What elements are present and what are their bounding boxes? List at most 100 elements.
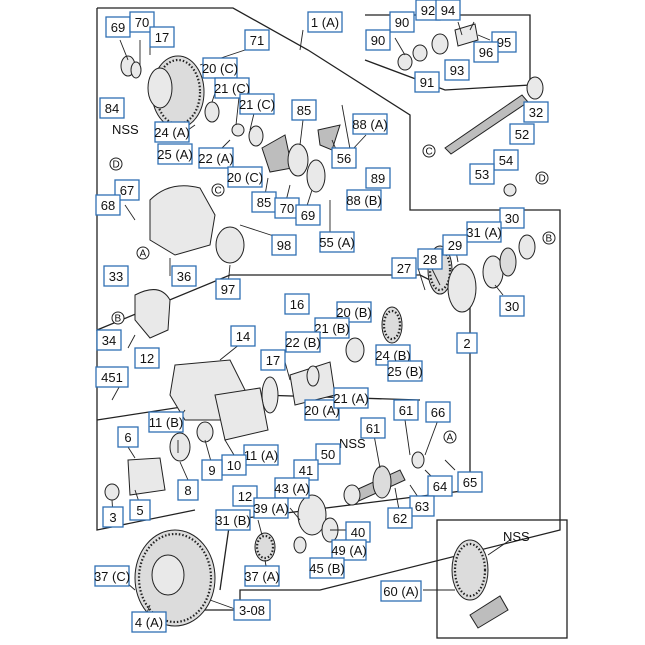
callout-label: 24 (B) <box>375 348 410 363</box>
callout-label: 9 <box>208 463 215 478</box>
callout-label: 20 (C) <box>227 170 263 185</box>
callout-label: 92 <box>421 3 435 18</box>
callout-label: 71 <box>250 33 264 48</box>
callout-c50: 50 <box>315 443 341 465</box>
callout-label: 21 (C) <box>239 97 275 112</box>
callout-c53: 53 <box>469 163 495 185</box>
callout-label: 30 <box>505 211 519 226</box>
svg-text:B: B <box>546 234 553 245</box>
callout-label: 14 <box>236 329 250 344</box>
callout-label: 25 (A) <box>157 147 192 162</box>
nss-labels: NSS NSS NSS <box>112 122 530 544</box>
svg-text:A: A <box>140 249 147 260</box>
callout-label: 50 <box>321 447 335 462</box>
callout-label: 30 <box>505 299 519 314</box>
svg-text:C: C <box>215 186 222 197</box>
callout-label: 21 (A) <box>333 391 368 406</box>
callout-label: 68 <box>101 198 115 213</box>
callout-label: 69 <box>301 208 315 223</box>
callout-c71: 71 <box>244 29 270 51</box>
callout-label: 95 <box>497 35 511 50</box>
callout-label: 22 (B) <box>285 335 320 350</box>
callout-label: 43 (A) <box>274 481 309 496</box>
ref-marker-a-bottom: A <box>443 430 457 444</box>
callout-c45b: 45 (B) <box>309 557 345 579</box>
callout-label: 10 <box>227 458 241 473</box>
svg-text:D: D <box>539 174 546 185</box>
callout-label: 63 <box>415 499 429 514</box>
callout-label: 17 <box>155 30 169 45</box>
callout-label: 89 <box>371 171 385 186</box>
callout-label: 21 (C) <box>214 81 250 96</box>
callout-label: 61 <box>366 421 380 436</box>
callout-c70: 70 <box>129 11 155 33</box>
callout-c20c-top: 20 (C) <box>202 57 238 79</box>
callout-label: 34 <box>102 333 116 348</box>
callout-label: 67 <box>120 183 134 198</box>
callout-c52: 52 <box>509 123 535 145</box>
callout-c5: 5 <box>129 499 151 521</box>
callout-c91: 91 <box>414 71 440 93</box>
callout-label: 16 <box>290 297 304 312</box>
svg-text:B: B <box>115 314 122 325</box>
callout-c1a: 1 (A) <box>307 11 343 33</box>
callout-label: 85 <box>297 103 311 118</box>
callout-c49a: 49 (A) <box>331 539 367 561</box>
callout-label: 2 <box>463 336 470 351</box>
callout-c88b: 88 (B) <box>346 189 382 211</box>
callout-label: 25 (B) <box>387 364 422 379</box>
callout-label: 98 <box>277 238 291 253</box>
callout-c451: 451 <box>95 366 129 388</box>
callout-label: 64 <box>433 479 447 494</box>
callout-label: 49 (A) <box>331 543 366 558</box>
svg-text:C: C <box>426 147 433 158</box>
callout-c33: 33 <box>103 265 129 287</box>
callout-label: 36 <box>177 269 191 284</box>
callout-c67: 67 <box>114 179 140 201</box>
callout-c17b: 17 <box>260 349 286 371</box>
callout-label: 8 <box>184 483 191 498</box>
callout-c20c-mid: 20 (C) <box>227 166 263 188</box>
callout-label: 56 <box>337 151 351 166</box>
callout-label: 45 (B) <box>309 561 344 576</box>
callout-label: 33 <box>109 269 123 284</box>
ref-marker-d-top: D <box>109 157 123 171</box>
callout-label: 37 (C) <box>94 569 130 584</box>
callout-label: 11 (B) <box>149 415 183 430</box>
callout-label: 41 <box>299 463 313 478</box>
nss-label-top: NSS <box>112 122 139 137</box>
svg-text:D: D <box>113 160 120 171</box>
ref-marker-c-right: C <box>422 144 436 158</box>
callout-c41: 41 <box>293 459 319 481</box>
callout-c14: 14 <box>230 325 256 347</box>
callout-label: 91 <box>420 75 434 90</box>
callout-c21c-a: 21 (C) <box>214 77 250 99</box>
callout-c6: 6 <box>117 426 139 448</box>
callout-c68: 68 <box>95 194 121 216</box>
callout-c40: 40 <box>345 521 371 543</box>
callout-c25a: 25 (A) <box>157 143 193 165</box>
callout-c39a: 39 (A) <box>253 497 289 519</box>
callout-label: 65 <box>463 475 477 490</box>
callout-label: 32 <box>529 105 543 120</box>
callout-label: 93 <box>450 63 464 78</box>
ref-marker-c-left: C <box>211 183 225 197</box>
callout-c2: 2 <box>456 332 478 354</box>
callout-label: 20 (A) <box>304 403 339 418</box>
callout-label: 3 <box>109 510 116 525</box>
callout-label: 94 <box>441 3 455 18</box>
callout-c16: 16 <box>284 293 310 315</box>
callout-label: 31 (A) <box>466 225 501 240</box>
callout-label: 52 <box>515 127 529 142</box>
callout-label: 1 (A) <box>311 15 339 30</box>
callout-c29: 29 <box>442 234 468 256</box>
callout-c20a: 20 (A) <box>304 399 340 421</box>
callout-label: 97 <box>221 282 235 297</box>
callout-c90a: 90 <box>389 11 415 33</box>
callout-label: 31 (B) <box>215 513 250 528</box>
callout-c28: 28 <box>417 248 443 270</box>
callout-label: 90 <box>371 33 385 48</box>
callout-label: 20 (B) <box>336 305 371 320</box>
